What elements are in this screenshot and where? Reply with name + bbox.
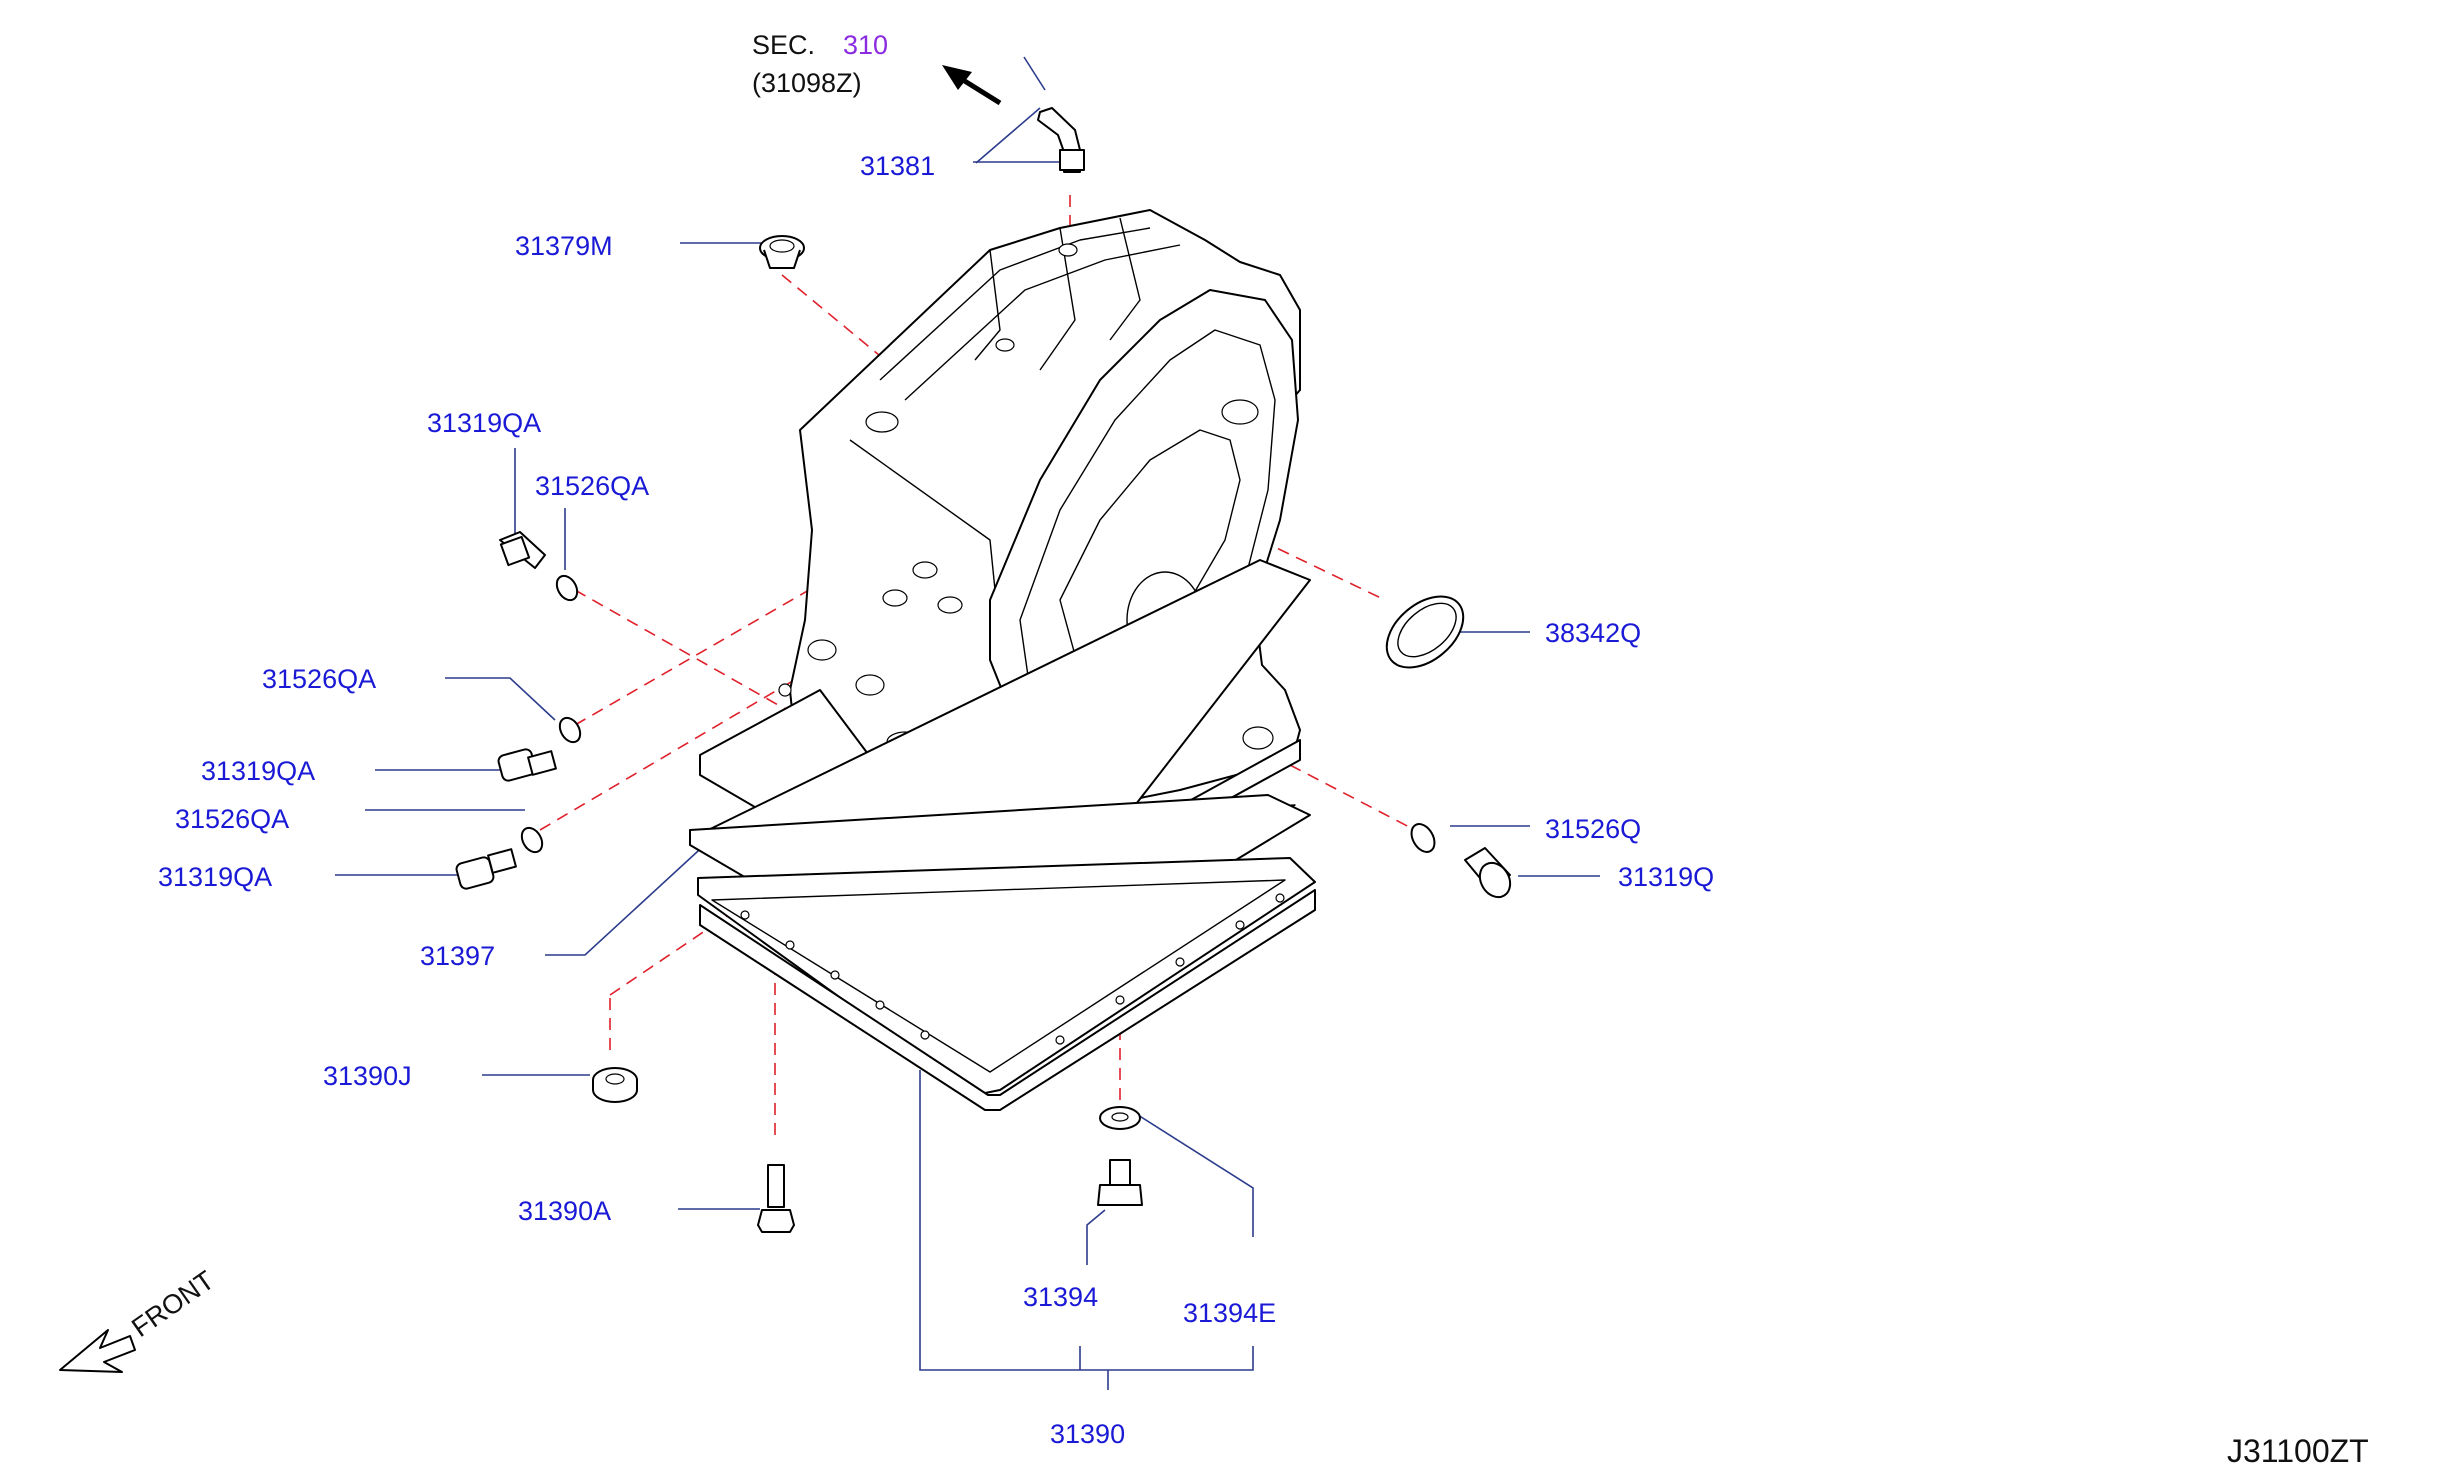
drain-plug-31394 [1097,1159,1143,1206]
section-prefix: SEC. [752,30,815,60]
seal-38342Q [1385,595,1465,669]
part-label-31394E[interactable]: 31394E [1183,1298,1276,1328]
oil-pan-31390 [697,857,1316,1111]
part-label-31381[interactable]: 31381 [860,151,935,181]
washer-31390J [592,1067,638,1103]
part-label-31526QA-top[interactable]: 31526QA [535,471,649,501]
part-label-31526QA-mid[interactable]: 31526QA [262,664,376,694]
section-reference[interactable]: SEC. 310 (31098Z) [752,30,888,98]
oring-31526QA-mid [558,716,582,744]
part-label-31390J[interactable]: 31390J [323,1061,412,1091]
front-arrow-icon [59,1329,136,1373]
part-label-31397[interactable]: 31397 [420,941,495,971]
plug-31319Q [1464,847,1512,899]
part-label-31319Q[interactable]: 31319Q [1618,862,1714,892]
bolt-31390A [757,1164,795,1233]
section-arrow-icon [942,65,1002,106]
leader-lines [335,56,1600,1390]
part-label-31394[interactable]: 31394 [1023,1282,1098,1312]
part-label-31390A[interactable]: 31390A [518,1196,611,1226]
oring-31526Q [1410,823,1436,853]
part-label-31526QA-low[interactable]: 31526QA [175,804,289,834]
part-label-31319QA-low[interactable]: 31319QA [158,862,272,892]
part-label-31379M[interactable]: 31379M [515,231,613,261]
bolt-31319QA-top [499,531,546,569]
front-indicator: FRONT [59,1265,220,1373]
section-number-link[interactable]: 310 [843,30,888,60]
part-label-31319QA-mid[interactable]: 31319QA [201,756,315,786]
bolt-31319QA-low [455,848,517,890]
oring-31526QA-low [520,826,544,854]
part-label-31526Q[interactable]: 31526Q [1545,814,1641,844]
diagram-code: J31100ZT [2227,1433,2369,1469]
part-label-31390[interactable]: 31390 [1050,1419,1125,1449]
front-label: FRONT [126,1265,219,1343]
oring-31526QA-top [555,574,579,602]
bolt-31319QA-mid [497,748,557,782]
part-label-31319QA-top[interactable]: 31319QA [427,408,541,438]
section-part-number: (31098Z) [752,68,862,98]
plug-31379M [759,235,805,269]
breather-hose-31381 [1037,107,1085,173]
part-label-38342Q[interactable]: 38342Q [1545,618,1641,648]
washer-31394E [1099,1106,1141,1130]
